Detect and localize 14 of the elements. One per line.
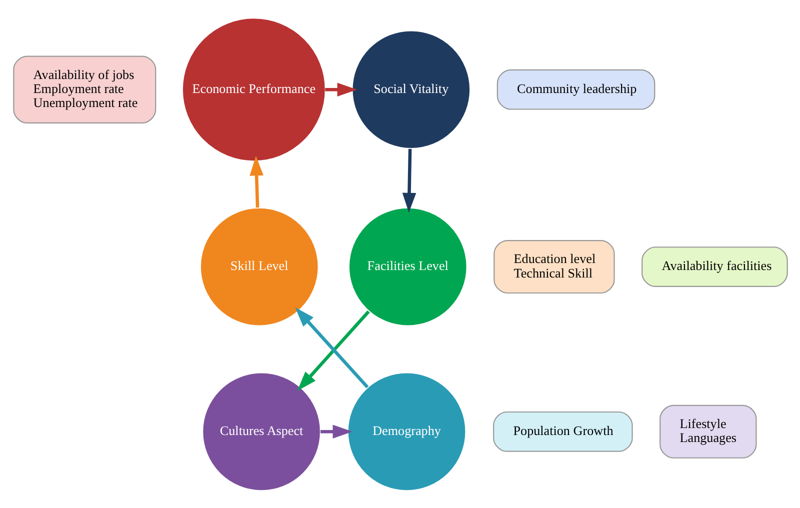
node-box: Education level Technical Skill [493,240,614,294]
node-circle: Facilities Level [348,206,467,326]
node-box: Availability facilities [641,246,788,286]
arrow [324,82,356,96]
node-box: Lifestyle Languages [659,404,756,458]
arrow [320,424,352,438]
arrow [249,155,263,208]
node-box: Population Growth [492,410,632,452]
arrow [402,148,416,212]
node-circle: Demography [346,372,466,491]
node-circle: Economic Performance [181,17,326,162]
node-box: Availability of jobs Employment rate Unemployment rate [12,55,156,123]
node-box: Community leadership [496,68,655,110]
node-circle: Social Vitality [351,30,470,149]
